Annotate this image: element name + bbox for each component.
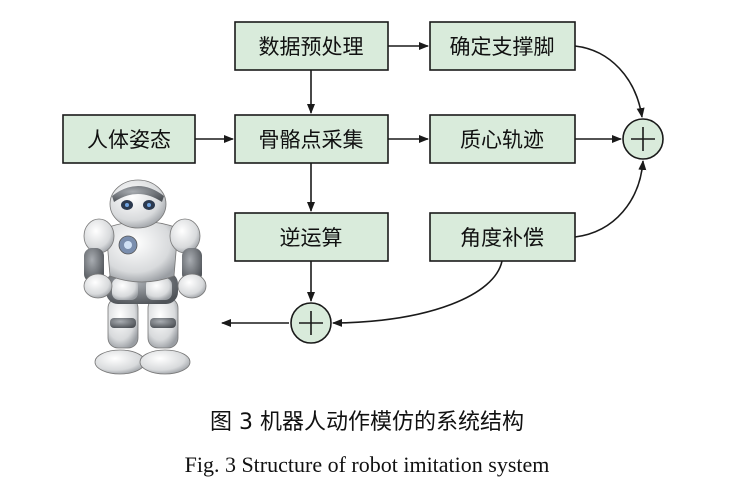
node-skeleton-sampling-label: 骨骼点采集 — [259, 128, 364, 152]
node-skeleton-sampling: 骨骼点采集 — [234, 114, 389, 164]
node-com-trajectory: 质心轨迹 — [429, 114, 576, 164]
figure-caption-chinese: 图 3 机器人动作模仿的系统结构 — [210, 410, 524, 435]
edge-support-foot-to-sum — [574, 45, 645, 118]
humanoid-robot-image — [83, 179, 207, 375]
node-human-pose-label: 人体姿态 — [87, 128, 171, 152]
node-inverse-kinematics: 逆运算 — [234, 212, 389, 262]
node-preprocess-label: 数据预处理 — [259, 35, 364, 59]
node-angle-compensation: 角度补偿 — [429, 212, 576, 262]
figure-caption-english: Fig. 3 Structure of robot imitation syst… — [184, 452, 550, 477]
node-angle-compensation-label: 角度补偿 — [460, 226, 544, 250]
sum-junction-bottom — [290, 302, 332, 344]
node-preprocess: 数据预处理 — [234, 21, 389, 71]
node-inverse-kinematics-label: 逆运算 — [280, 226, 343, 250]
node-com-trajectory-label: 质心轨迹 — [460, 128, 544, 152]
node-human-pose: 人体姿态 — [62, 114, 196, 164]
edge-angle-comp-to-sum — [574, 160, 647, 238]
node-support-foot-label: 确定支撑脚 — [450, 35, 555, 59]
sum-junction-right — [622, 118, 664, 160]
node-support-foot: 确定支撑脚 — [429, 21, 576, 71]
edge-angle-comp-to-bottom-sum — [332, 260, 503, 327]
